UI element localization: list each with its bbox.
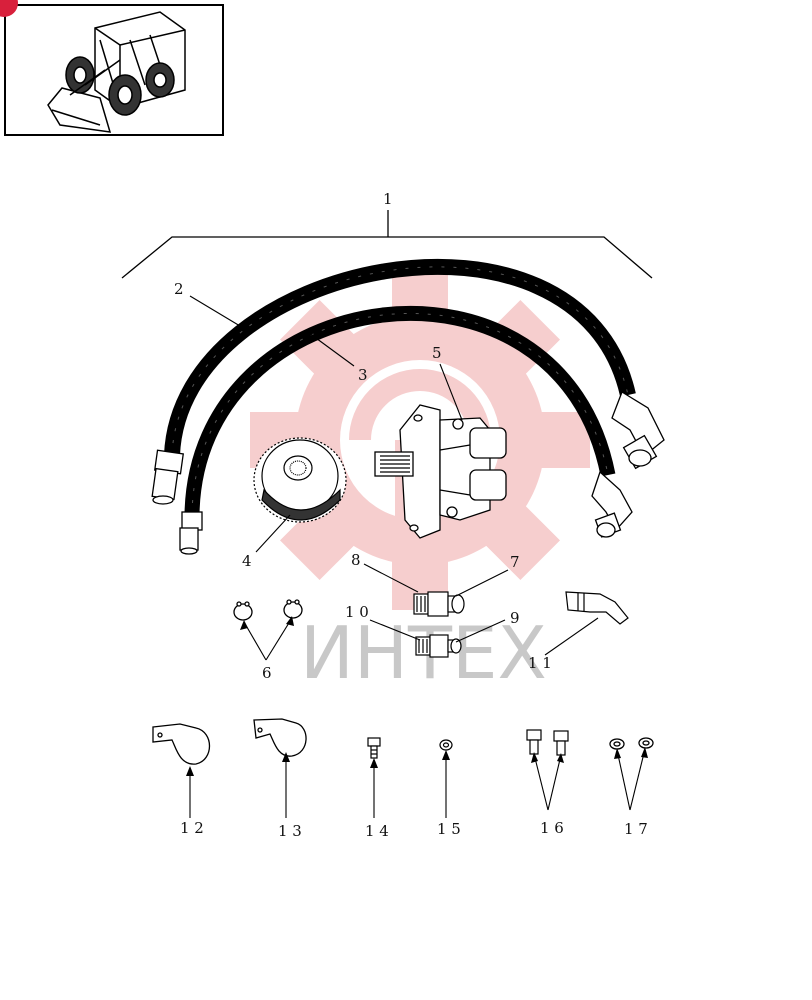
callout-9: 9 [510, 609, 520, 627]
callout-8: 8 [351, 551, 361, 569]
hydraulic-hose-inner[interactable] [179, 306, 633, 555]
machine-thumbnail[interactable] [0, 0, 224, 136]
washers-17[interactable] [609, 737, 654, 750]
callout-6: 6 [262, 664, 272, 682]
leader-arrowheads [186, 616, 648, 776]
snap-rings[interactable] [233, 599, 303, 621]
hydraulic-hose-outer[interactable] [151, 258, 665, 505]
assembly-bracket [121, 210, 653, 279]
elbow-fitting[interactable] [565, 591, 629, 625]
callout-1: 1 [383, 190, 393, 208]
callout-17: 1 7 [624, 820, 648, 838]
bolt-14[interactable] [367, 737, 381, 759]
bolts-16[interactable] [526, 729, 569, 756]
callout-7: 7 [510, 553, 520, 571]
callout-13: 1 3 [278, 822, 302, 840]
pump-fitting-lower[interactable] [415, 634, 462, 658]
callout-5: 5 [432, 344, 442, 362]
hydraulic-pump[interactable] [374, 404, 507, 539]
hose-clamp-12[interactable] [152, 723, 210, 765]
callout-12: 1 2 [180, 819, 204, 837]
callout-10: 1 0 [345, 603, 369, 621]
thumbnail-badge [0, 0, 18, 17]
pump-fitting-upper[interactable] [413, 591, 465, 617]
callout-4: 4 [242, 552, 252, 570]
drive-gear[interactable] [253, 437, 347, 523]
callout-2: 2 [174, 280, 184, 298]
washer-15[interactable] [439, 739, 453, 751]
callout-14: 1 4 [365, 822, 389, 840]
skid-steer-loader-icon [47, 11, 186, 133]
callout-11: 1 1 [528, 654, 552, 672]
hose-clamp-13[interactable] [253, 718, 307, 757]
callout-15: 1 5 [437, 820, 461, 838]
leader-lines [189, 295, 646, 818]
callout-16: 1 6 [540, 819, 564, 837]
callout-3: 3 [358, 366, 368, 384]
